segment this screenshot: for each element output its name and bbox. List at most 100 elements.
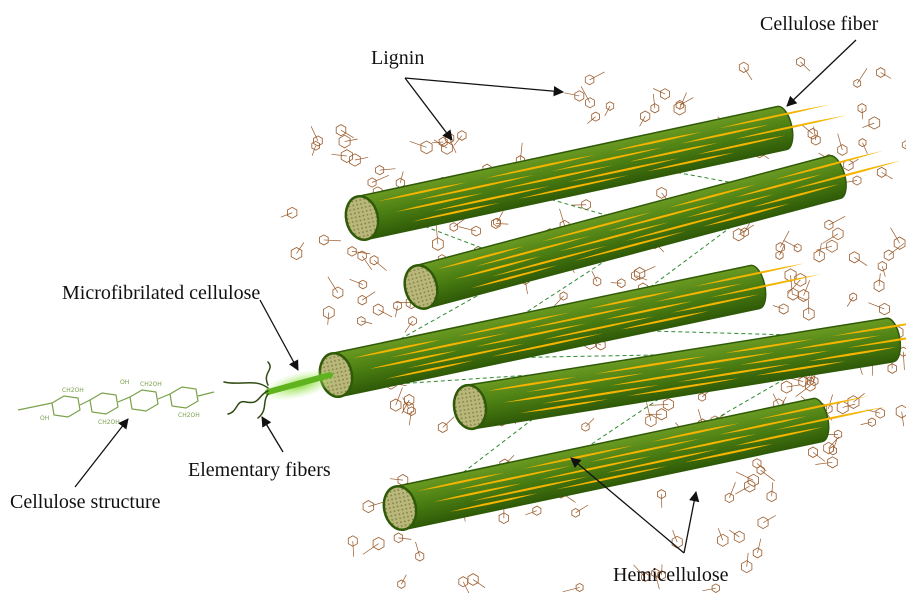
label-hemicellulose: Hemicellulose xyxy=(613,565,729,585)
lignin-bond xyxy=(361,321,372,324)
svg-text:OH: OH xyxy=(120,379,129,386)
lignin-bond xyxy=(605,106,610,116)
lignin-bond xyxy=(362,292,375,300)
lignin-bond xyxy=(791,275,793,295)
lignin-bond xyxy=(816,246,832,250)
lignin-ring xyxy=(459,577,468,587)
lignin-bond xyxy=(879,273,880,285)
lignin-ring xyxy=(850,252,860,263)
lignin-bond xyxy=(432,142,443,143)
lignin-bond xyxy=(355,157,368,160)
lignin-ring xyxy=(828,457,838,468)
hemicellulose-link xyxy=(425,227,483,249)
arrow-lignin-left xyxy=(405,78,452,140)
lignin-ring xyxy=(814,250,824,262)
lignin-bond xyxy=(564,93,579,96)
lignin-bond xyxy=(400,172,403,183)
hemicellulose-link xyxy=(677,173,732,183)
lignin-bond xyxy=(374,260,386,270)
lignin-ring xyxy=(809,447,818,458)
lignin-bond xyxy=(653,94,655,108)
arrow-lignin-right xyxy=(405,78,563,92)
label-cellulose-structure: Cellulose structure xyxy=(10,492,161,512)
lignin-bond xyxy=(757,539,760,553)
lignin-ring xyxy=(753,548,762,558)
lignin-bond xyxy=(857,68,867,83)
lignin-bond xyxy=(702,588,716,591)
lignin-ring xyxy=(779,304,788,314)
lignin-bond xyxy=(449,138,456,153)
lignin-ring xyxy=(339,135,350,148)
lignin-ring xyxy=(359,280,367,289)
lignin-ring xyxy=(868,418,875,426)
lignin-ring xyxy=(896,405,906,418)
lignin-bond xyxy=(496,224,509,225)
lignin-bond xyxy=(796,386,811,397)
lignin-bond xyxy=(443,417,455,428)
lignin-ring xyxy=(336,125,346,136)
cellulose-fibers xyxy=(316,93,906,533)
hemicellulose-link xyxy=(551,200,607,216)
lignin-bond xyxy=(398,538,411,540)
lignin-bond xyxy=(396,388,403,405)
label-microfibrilated-cellulose: Microfibrilated cellulose xyxy=(62,283,260,303)
hemicellulose-link xyxy=(650,331,785,335)
lignin-bond xyxy=(729,482,735,498)
lignin-ring xyxy=(333,287,343,299)
lignin-ring xyxy=(416,552,424,562)
lignin-bond xyxy=(434,140,447,148)
lignin-ring xyxy=(394,533,403,543)
lignin-bond xyxy=(791,378,804,381)
lignin-ring xyxy=(592,112,600,121)
lignin-bond xyxy=(312,146,316,156)
lignin-ring xyxy=(357,317,365,326)
lignin-bond xyxy=(281,213,292,217)
svg-text:CH2OH: CH2OH xyxy=(62,387,84,394)
lignin-bond xyxy=(838,134,843,150)
lignin-ring xyxy=(421,141,432,154)
lignin-bond xyxy=(843,404,856,407)
lignin-ring xyxy=(674,102,685,115)
lignin-bond xyxy=(611,283,621,284)
lignin-ring xyxy=(368,178,376,187)
svg-text:CH2OH: CH2OH xyxy=(140,381,162,388)
lignin-ring xyxy=(854,79,861,87)
lignin-ring xyxy=(586,98,595,108)
lignin-bond xyxy=(773,306,784,309)
lignin-bond xyxy=(332,154,347,156)
svg-text:CH2OH: CH2OH xyxy=(98,419,120,426)
lignin-bond xyxy=(882,266,885,276)
lignin-bond xyxy=(324,240,341,241)
lignin-ring xyxy=(576,583,583,591)
lignin-ring xyxy=(869,117,880,129)
lignin-bond xyxy=(576,505,588,513)
lignin-ring xyxy=(585,75,594,85)
lignin-bond xyxy=(787,385,800,387)
lignin-bond xyxy=(903,352,904,370)
lignin-bond xyxy=(846,181,857,183)
lignin-bond xyxy=(862,123,874,128)
lignin-bond xyxy=(380,169,396,170)
lignin-ring xyxy=(758,517,768,529)
lignin-bond xyxy=(889,244,904,256)
lignin-bond xyxy=(772,482,773,496)
arrow-elementary-fibers xyxy=(262,417,283,452)
lignin-bond xyxy=(353,541,354,557)
lignin-bond xyxy=(350,279,363,284)
lignin-ring xyxy=(853,176,861,185)
lignin-bond xyxy=(902,412,904,427)
lignin-ring xyxy=(291,248,302,260)
lignin-bond xyxy=(520,143,522,160)
arrow-cellulose-fiber xyxy=(787,40,856,106)
lignin-ring xyxy=(838,145,847,156)
lignin-bond xyxy=(673,530,678,542)
lignin-ring xyxy=(884,250,893,260)
lignin-ring xyxy=(825,220,833,230)
cellulose-structure-chain: CH2OH CH2OH CH2OH CH2OH OH OH xyxy=(18,379,214,426)
label-elementary-fibers: Elementary fibers xyxy=(188,460,331,480)
lignin-ring xyxy=(390,399,401,411)
lignin-bond xyxy=(436,224,438,244)
lignin-bond xyxy=(847,297,853,306)
label-cellulose-fiber: Cellulose fiber xyxy=(760,14,878,34)
lignin-bond xyxy=(649,404,668,405)
